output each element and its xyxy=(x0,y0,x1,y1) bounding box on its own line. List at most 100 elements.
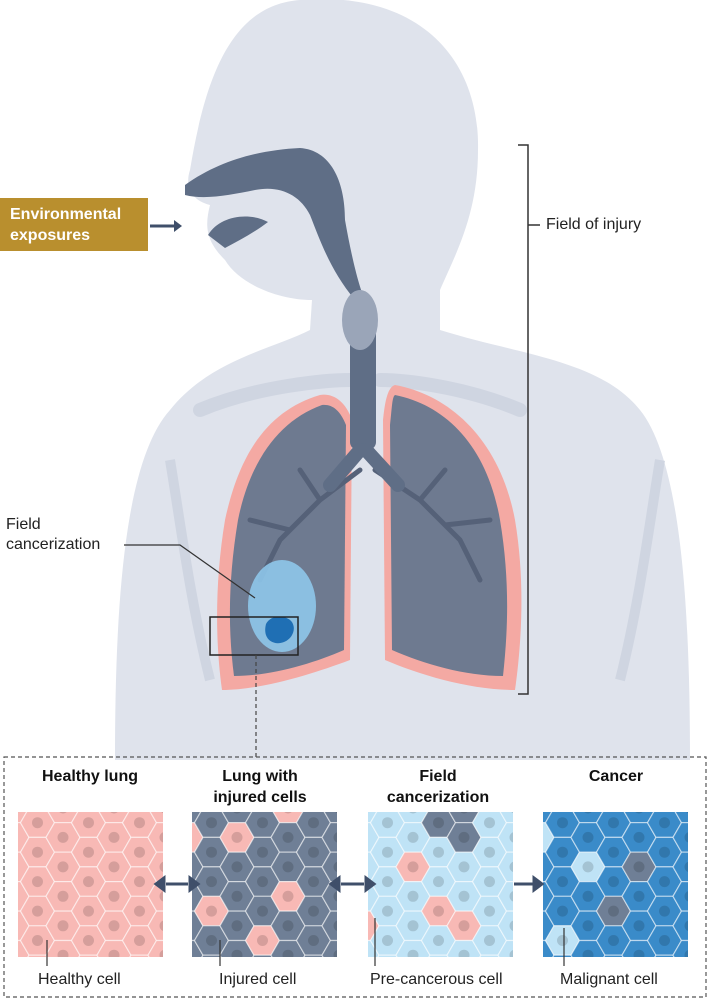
cell-nucleus xyxy=(532,803,543,814)
cell-nucleus xyxy=(159,891,163,902)
field-cancerization-label: Field cancerization xyxy=(6,515,100,555)
cell-nucleus xyxy=(584,812,592,814)
cell xyxy=(147,910,163,942)
cell-nucleus xyxy=(134,817,145,829)
cell-nucleus xyxy=(159,832,163,843)
transition-arrows xyxy=(153,875,545,893)
cell-nucleus xyxy=(633,831,645,843)
panel-title-line: Cancer xyxy=(588,768,644,785)
cell-nucleus xyxy=(7,950,18,961)
cell xyxy=(672,822,688,853)
cell-nucleus xyxy=(7,861,18,872)
cell-nucleus xyxy=(460,812,468,814)
cell-nucleus xyxy=(231,949,243,957)
cell-nucleus xyxy=(57,861,69,873)
panel-title-line: Field xyxy=(419,768,457,785)
panel-title-line: cancerization xyxy=(386,789,490,806)
cell-nucleus xyxy=(181,891,192,902)
cell-nucleus xyxy=(608,817,619,829)
cell-nucleus xyxy=(7,803,18,814)
cell-nucleus xyxy=(108,831,120,843)
tumor xyxy=(265,616,294,644)
cell-nucleus xyxy=(382,905,393,917)
panel-title-cancer: Cancer xyxy=(536,766,696,787)
cell-nucleus xyxy=(7,832,18,843)
cell-nucleus xyxy=(57,831,69,843)
cell-nucleus xyxy=(382,876,393,888)
cell xyxy=(147,880,163,912)
cell-nucleus xyxy=(57,920,69,932)
cell-nucleus xyxy=(433,846,444,858)
cell-nucleus xyxy=(110,812,118,814)
cell-nucleus xyxy=(134,935,145,946)
cell-nucleus xyxy=(257,935,268,946)
cell-nucleus xyxy=(7,920,18,931)
cell xyxy=(321,939,337,957)
cell-nucleus xyxy=(282,831,294,843)
tile-field-cancerization xyxy=(357,812,513,957)
cell-nucleus xyxy=(231,890,243,902)
cell-nucleus xyxy=(582,831,594,843)
cell-nucleus xyxy=(532,950,543,961)
cell-nucleus xyxy=(433,817,444,829)
panel-title-line: Lung with xyxy=(222,768,298,785)
cell-nucleus xyxy=(206,905,217,917)
cell-nucleus xyxy=(557,876,568,888)
cell xyxy=(497,822,513,853)
cell-nucleus xyxy=(282,949,294,957)
cell-nucleus xyxy=(108,861,120,873)
cell-nucleus xyxy=(282,861,294,873)
cell-nucleus xyxy=(458,920,470,932)
cell-nucleus xyxy=(458,890,470,902)
cell-nucleus xyxy=(659,846,670,858)
cell-nucleus xyxy=(333,861,337,873)
cell-nucleus xyxy=(257,817,268,829)
caption-precancerous-cell: Pre-cancerous cell xyxy=(370,971,503,988)
cell-nucleus xyxy=(409,812,417,814)
cell-nucleus xyxy=(282,920,294,932)
cell-nucleus xyxy=(684,950,688,957)
fc-line-2: cancerization xyxy=(6,536,101,553)
cell-nucleus xyxy=(557,817,568,829)
cell-nucleus xyxy=(532,861,543,872)
cell-nucleus xyxy=(231,861,243,873)
caption-malignant-cell: Malignant cell xyxy=(560,971,658,988)
cell-nucleus xyxy=(134,876,145,888)
cell-nucleus xyxy=(433,935,444,946)
panel-title-line: injured cells xyxy=(213,789,307,806)
panel-title-field: Field cancerization xyxy=(358,766,518,808)
cell-nucleus xyxy=(407,831,419,843)
panel-container xyxy=(3,756,707,998)
cell-nucleus xyxy=(357,891,368,902)
cell xyxy=(672,880,688,912)
cell xyxy=(497,880,513,912)
cell-nucleus xyxy=(206,846,217,858)
cell-nucleus xyxy=(32,876,43,888)
cell-nucleus xyxy=(206,935,217,946)
caption-healthy-cell: Healthy cell xyxy=(38,971,121,988)
cell-nucleus xyxy=(659,876,670,888)
cell-nucleus xyxy=(134,964,145,975)
cell-nucleus xyxy=(532,832,543,843)
cell xyxy=(147,939,163,957)
panel-title-injured: Lung with injured cells xyxy=(180,766,340,808)
cell-nucleus xyxy=(32,817,43,829)
cell-nucleus xyxy=(333,950,337,957)
cell-nucleus xyxy=(509,861,513,873)
cell-nucleus xyxy=(458,861,470,873)
cell-nucleus xyxy=(684,891,688,902)
cell-nucleus xyxy=(357,832,368,843)
cell-nucleus xyxy=(582,949,594,957)
cell-nucleus xyxy=(32,846,43,858)
cell-nucleus xyxy=(509,920,513,931)
panel-title-line: Healthy lung xyxy=(41,768,138,785)
cell-nucleus xyxy=(511,812,513,814)
cell-nucleus xyxy=(257,876,268,888)
cell-nucleus xyxy=(633,890,645,902)
cell-nucleus xyxy=(633,861,645,873)
cell-nucleus xyxy=(407,949,419,957)
cell-nucleus xyxy=(83,817,94,829)
cell-nucleus xyxy=(684,832,688,843)
cell-nucleus xyxy=(684,861,688,873)
cell xyxy=(497,851,513,883)
